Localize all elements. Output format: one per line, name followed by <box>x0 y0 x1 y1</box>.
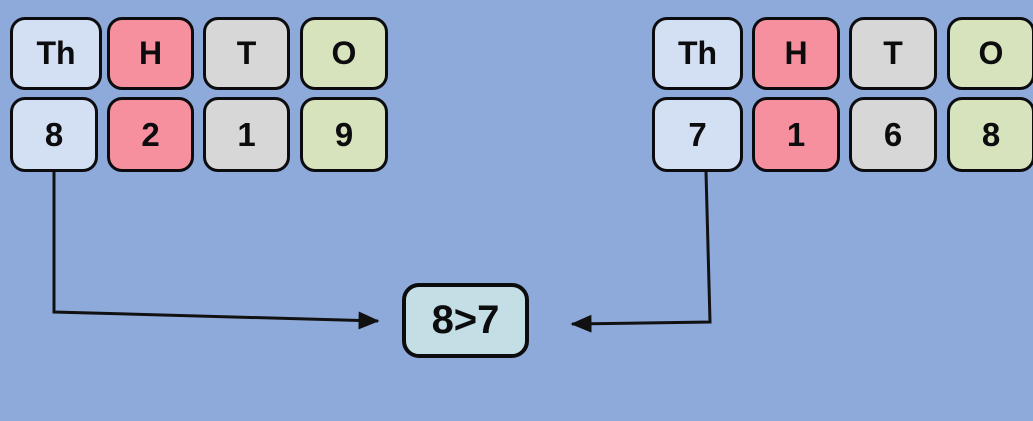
left-thousands-digit: 8 <box>10 97 98 172</box>
comparison-result-box: 8>7 <box>402 283 529 358</box>
right-tens-digit: 6 <box>849 97 937 172</box>
left-hundreds-digit: 2 <box>107 97 194 172</box>
right-tens-header: T <box>849 17 937 90</box>
left-thousands-arrow <box>52 172 380 330</box>
left-ones-header: O <box>300 17 388 90</box>
left-tens-header: T <box>203 17 290 90</box>
right-ones-header: O <box>947 17 1033 90</box>
right-thousands-digit: 7 <box>652 97 743 172</box>
right-hundreds-header: H <box>752 17 840 90</box>
right-ones-digit: 8 <box>947 97 1033 172</box>
right-hundreds-digit: 1 <box>752 97 840 172</box>
left-ones-digit: 9 <box>300 97 388 172</box>
left-thousands-header: Th <box>10 17 102 90</box>
left-tens-digit: 1 <box>203 97 290 172</box>
left-hundreds-header: H <box>107 17 194 90</box>
right-thousands-header: Th <box>652 17 743 90</box>
right-thousands-arrow <box>570 171 712 333</box>
